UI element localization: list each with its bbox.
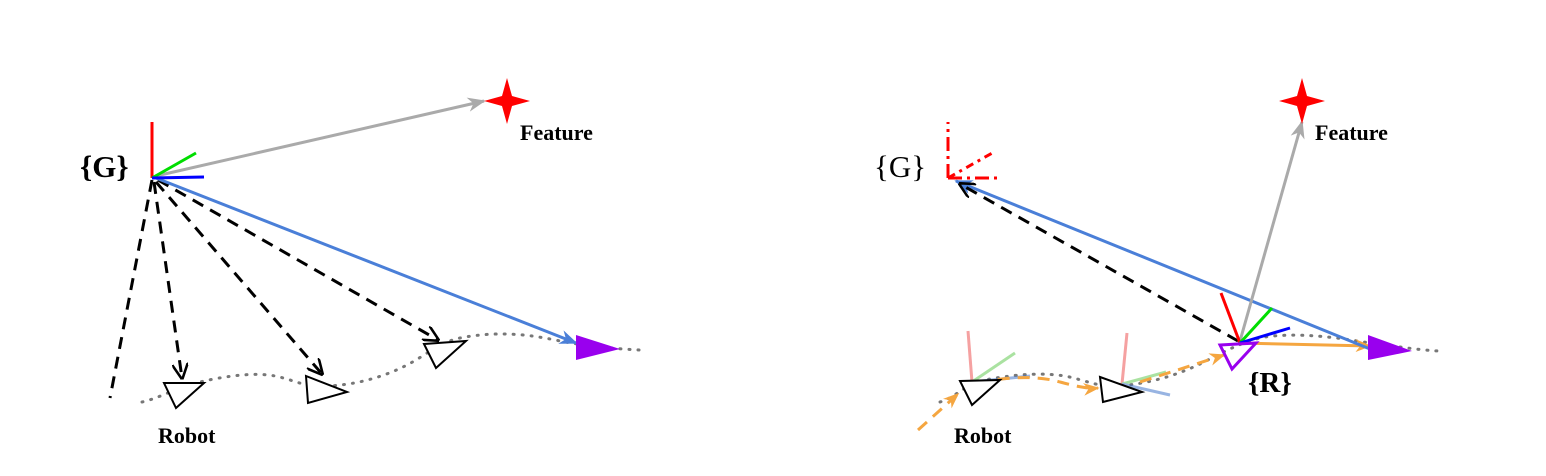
robot-triangle-icon: [1098, 375, 1146, 404]
current-robot-icon: [1368, 335, 1412, 360]
right-robot-label: Robot: [954, 423, 1012, 448]
right-dashed-arrow: [960, 184, 1239, 343]
robot-triangle-icon: [958, 378, 1003, 407]
robot-triangle-icon: [422, 339, 469, 370]
robot-coordinate-frame-icon: [1219, 292, 1291, 345]
feature-star-icon: [1279, 78, 1325, 124]
odometry-arrow-2: [977, 376, 1100, 396]
robot-triangle-icon: [304, 374, 351, 405]
past-frame-2: [1120, 332, 1171, 397]
left-coordinate-frame-icon: [150, 122, 205, 180]
odometry-arrow-1: [916, 392, 960, 432]
right-feature-arrow: [1238, 120, 1305, 342]
feature-star-icon: [484, 78, 530, 124]
current-robot-outline-icon: [1217, 341, 1260, 372]
left-trajectory: [140, 332, 642, 404]
left-frame-label: {G}: [80, 149, 129, 184]
right-coordinate-frame-icon: [946, 122, 1000, 180]
current-robot-icon: [576, 335, 620, 360]
left-feature-label: Feature: [520, 120, 593, 145]
right-pose-arrow: [954, 179, 1371, 351]
odometry-arrow-3: [1139, 353, 1226, 384]
robot-triangle-icon: [162, 382, 207, 410]
left-dashed-arrow-3: [157, 178, 438, 340]
left-panel: {G} Feature Robot: [80, 78, 642, 448]
right-frame-label: {G}: [874, 149, 926, 184]
left-dashed-arrow-2: [154, 181, 322, 374]
past-frame-1: [966, 330, 1031, 384]
right-feature-label: Feature: [1315, 120, 1388, 145]
left-robot-label: Robot: [158, 423, 216, 448]
left-dashed-arrow-1: [152, 181, 182, 378]
robot-frame-label: {R}: [1248, 367, 1292, 399]
left-dashed-line: [108, 179, 154, 399]
left-feature-arrow: [155, 97, 486, 178]
right-panel: {G} Feature Robot {R}: [874, 78, 1440, 448]
odometry-arrow-4: [1239, 339, 1372, 353]
left-pose-arrow: [155, 176, 578, 345]
